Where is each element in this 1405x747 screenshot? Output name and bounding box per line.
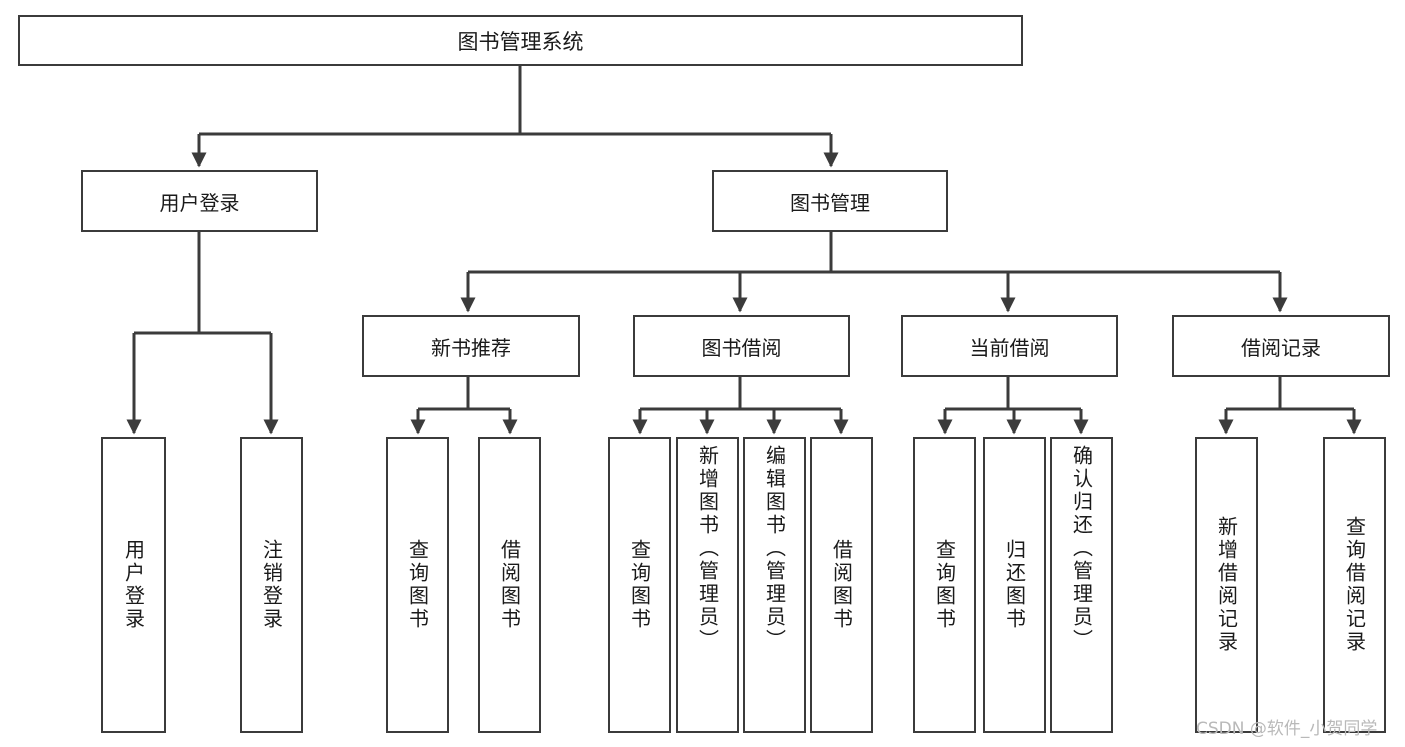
node-leaf-confirm-return[interactable]: 确认归还（管理员） <box>1050 437 1113 733</box>
node-book-borrow[interactable]: 图书借阅 <box>633 315 850 377</box>
node-leaf-add-book[interactable]: 新增图书（管理员） <box>676 437 739 733</box>
node-leaf-query-book-1-label: 查询图书 <box>405 539 430 631</box>
node-leaf-return-book-label: 归还图书 <box>1002 539 1027 631</box>
node-user-login[interactable]: 用户登录 <box>81 170 318 232</box>
node-root-label: 图书管理系统 <box>457 29 584 54</box>
node-leaf-borrow-book-1[interactable]: 借阅图书 <box>478 437 541 733</box>
node-leaf-edit-book-label: 编辑图书（管理员） <box>762 445 787 652</box>
node-leaf-add-book-label: 新增图书（管理员） <box>695 445 720 652</box>
node-current-borrow[interactable]: 当前借阅 <box>901 315 1118 377</box>
node-leaf-borrow-book-2[interactable]: 借阅图书 <box>810 437 873 733</box>
node-leaf-add-record-label: 新增借阅记录 <box>1214 516 1239 654</box>
node-leaf-query-record-label: 查询借阅记录 <box>1342 516 1367 654</box>
node-leaf-query-book-2[interactable]: 查询图书 <box>608 437 671 733</box>
node-new-book-recommend-label: 新书推荐 <box>431 335 511 360</box>
node-leaf-query-record[interactable]: 查询借阅记录 <box>1323 437 1386 733</box>
node-leaf-query-book-1[interactable]: 查询图书 <box>386 437 449 733</box>
node-leaf-user-login-label: 用户登录 <box>121 539 146 631</box>
node-leaf-logout-label: 注销登录 <box>259 539 284 631</box>
node-book-borrow-label: 图书借阅 <box>701 335 782 360</box>
node-book-management[interactable]: 图书管理 <box>712 170 948 232</box>
node-leaf-edit-book[interactable]: 编辑图书（管理员） <box>743 437 806 733</box>
node-borrow-record-label: 借阅记录 <box>1241 335 1321 360</box>
node-leaf-query-book-3[interactable]: 查询图书 <box>913 437 976 733</box>
node-leaf-query-book-2-label: 查询图书 <box>627 539 652 631</box>
node-root[interactable]: 图书管理系统 <box>18 15 1023 66</box>
node-leaf-confirm-return-label: 确认归还（管理员） <box>1069 445 1094 652</box>
node-borrow-record[interactable]: 借阅记录 <box>1172 315 1390 377</box>
node-leaf-borrow-book-1-label: 借阅图书 <box>497 539 522 631</box>
node-book-management-label: 图书管理 <box>790 190 870 215</box>
node-leaf-add-record[interactable]: 新增借阅记录 <box>1195 437 1258 733</box>
node-leaf-logout[interactable]: 注销登录 <box>240 437 303 733</box>
csdn-watermark: CSDN @软件_小贺同学 <box>1196 719 1378 739</box>
node-new-book-recommend[interactable]: 新书推荐 <box>362 315 580 377</box>
node-leaf-user-login[interactable]: 用户登录 <box>101 437 166 733</box>
node-current-borrow-label: 当前借阅 <box>969 335 1050 360</box>
node-leaf-borrow-book-2-label: 借阅图书 <box>829 539 854 631</box>
node-leaf-return-book[interactable]: 归还图书 <box>983 437 1046 733</box>
node-leaf-query-book-3-label: 查询图书 <box>932 539 957 631</box>
node-user-login-label: 用户登录 <box>159 190 240 215</box>
